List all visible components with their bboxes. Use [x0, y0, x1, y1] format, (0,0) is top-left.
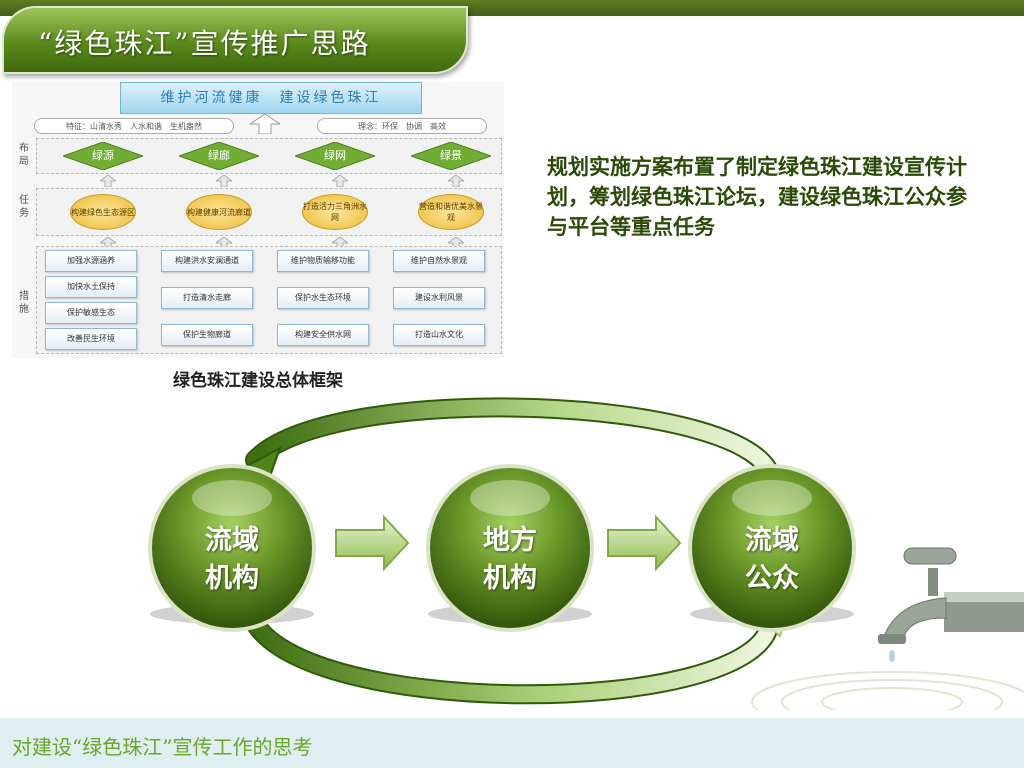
framework-concept: 理念：环保 协调 高效 [317, 118, 487, 134]
up-arrow-icon [100, 175, 116, 187]
arrow-right-icon [607, 514, 682, 572]
layout-item-3 [295, 142, 375, 170]
task-item-2: 构建健康河流廊道 [186, 194, 252, 230]
up-arrow-icon [332, 175, 348, 187]
node-ball-1 [148, 464, 316, 632]
measures-row: 加强水源涵养 加快水土保持 保护敏感生态 改善民生环境 构建洪水安澜通道 打造清… [36, 246, 502, 354]
up-arrow-icon [216, 175, 232, 187]
framework-caption: 绿色珠江建设总体框架 [173, 371, 343, 391]
measure-1-4: 改善民生环境 [45, 328, 137, 350]
layout-item-4 [411, 142, 491, 170]
layout-row: 绿源 绿廊 绿网 绿景 [36, 138, 502, 174]
task-item-1: 构建绿色生态源区 [70, 194, 136, 230]
up-arrow-icon [448, 175, 464, 187]
measure-2-2: 打造清水走廊 [161, 287, 253, 309]
task-item-3: 打造活力三角洲水网 [302, 194, 368, 230]
node-label-2: 地方 机构 [483, 525, 537, 594]
up-arrow-icon [448, 237, 464, 249]
up-arrow-icon [332, 237, 348, 249]
faucet-icon [878, 547, 1024, 662]
measure-2-3: 保护生物廊道 [161, 324, 253, 346]
node-ball-3 [688, 464, 856, 632]
layout-item-2 [179, 142, 259, 170]
body-text: 规划实施方案布置了制定绿色珠江建设宣传计划，筹划绿色珠江论坛，建设绿色珠江公众参… [547, 155, 967, 239]
measure-1-2: 加快水土保持 [45, 276, 137, 298]
node-ball-2 [426, 464, 594, 632]
measure-4-1: 维护自然水景观 [393, 250, 485, 272]
cycle-diagram [148, 397, 1024, 710]
measure-3-1: 维护物质输移功能 [277, 250, 369, 272]
footer-text: 对建设“绿色珠江”宣传工作的思考 [12, 735, 313, 759]
layout-label-1: 绿源 [92, 149, 114, 162]
footer-band [0, 718, 1024, 768]
measure-4-2: 建设水利风景 [393, 287, 485, 309]
node-label-3: 流域 公众 [745, 525, 799, 594]
up-arrow-icon [250, 114, 280, 134]
arrow-right-icon [335, 514, 410, 572]
side-label-layout: 布局 [19, 143, 29, 167]
title-tab [2, 6, 468, 74]
measure-3-3: 构建安全供水网 [277, 324, 369, 346]
framework-banner: 维护河流健康 建设绿色珠江 [120, 82, 422, 114]
layout-label-4: 绿景 [440, 149, 462, 162]
water-ripple-decoration [751, 671, 1024, 710]
tasks-row: 构建绿色生态源区 构建健康河流廊道 打造活力三角洲水网 营造和谐优美水景观 [36, 188, 502, 236]
node-label-1: 流域 机构 [205, 525, 259, 594]
side-label-tasks: 任务 [19, 195, 29, 219]
measure-2-1: 构建洪水安澜通道 [161, 250, 253, 272]
layout-item-1 [63, 142, 143, 170]
measure-3-2: 保护水生态环境 [277, 287, 369, 309]
up-arrow-icon [100, 237, 116, 249]
framework-figure: 维护河流健康 建设绿色珠江 特征：山清水秀 人水和谐 生机盎然 理念：环保 协调… [12, 82, 504, 358]
layout-label-2: 绿廊 [208, 149, 230, 162]
measure-1-1: 加强水源涵养 [45, 250, 137, 272]
task-item-4: 营造和谐优美水景观 [418, 194, 484, 230]
framework-traits: 特征：山清水秀 人水和谐 生机盎然 [34, 118, 234, 134]
slide-title: “绿色珠江”宣传推广思路 [38, 27, 371, 60]
layout-label-3: 绿网 [324, 149, 346, 162]
up-arrow-icon [216, 237, 232, 249]
side-label-measures: 措施 [19, 291, 29, 315]
measure-1-3: 保护敏感生态 [45, 302, 137, 324]
measure-4-3: 打造山水文化 [393, 324, 485, 346]
